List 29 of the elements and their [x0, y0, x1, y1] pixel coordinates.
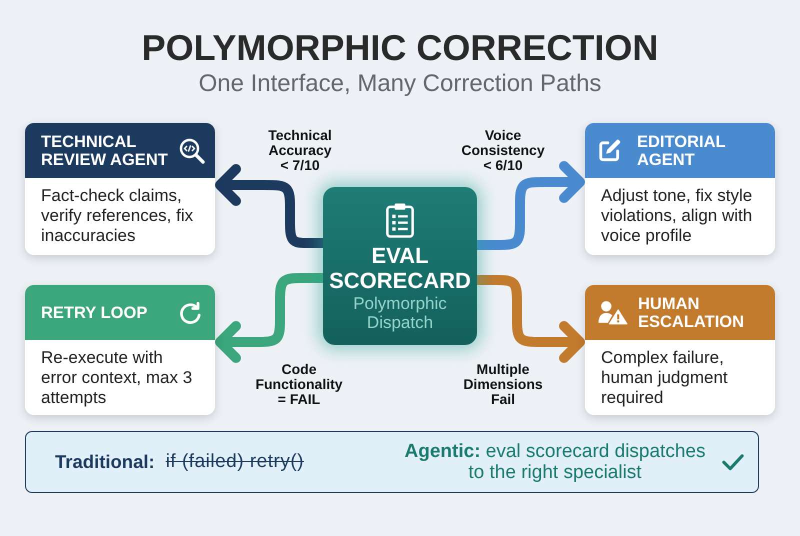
arrow — [215, 164, 326, 248]
card-title: HUMAN ESCALATION — [638, 294, 746, 330]
arrow — [215, 273, 324, 363]
card-description: Complex failure, human judgment required — [601, 348, 729, 408]
specialist-card — [585, 123, 775, 255]
title: POLYMORPHIC CORRECTION — [142, 28, 658, 68]
card-description: Re-execute with error context, max 3 attempts — [41, 348, 194, 408]
card-title: RETRY LOOP — [41, 304, 148, 322]
specialist-card — [585, 285, 775, 415]
card-description: Adjust tone, fix style violations, align with voice profile — [601, 186, 754, 246]
subtitle: One Interface, Many Correction Paths — [198, 70, 602, 98]
edge-label: Multiple Dimensions Fail — [462, 362, 544, 407]
arrow — [476, 161, 585, 250]
arrow — [475, 275, 585, 363]
specialist-card — [25, 123, 215, 255]
edge-label: Technical Accuracy < 7/10 — [267, 128, 333, 173]
hub-subtitle: Polymorphic Dispatch — [352, 294, 448, 332]
edge-label: Code Functionality = FAIL — [254, 362, 344, 407]
specialist-card — [25, 285, 215, 415]
card-title: TECHNICAL REVIEW AGENT — [41, 132, 169, 168]
traditional-label: Traditional: — [55, 451, 155, 473]
edge-label: Voice Consistency < 6/10 — [460, 128, 546, 173]
agentic-description: Agentic: eval scorecard dispatches to the right specialist — [404, 441, 706, 483]
card-title: EDITORIAL AGENT — [637, 132, 726, 168]
comparison-banner — [25, 431, 759, 493]
code-snippet: if (failed) retry() — [166, 451, 304, 473]
hub-title: EVAL SCORECARD — [328, 243, 472, 293]
scorecard-box — [323, 187, 477, 345]
card-description: Fact-check claims, verify references, fix inaccuracies — [41, 186, 194, 246]
